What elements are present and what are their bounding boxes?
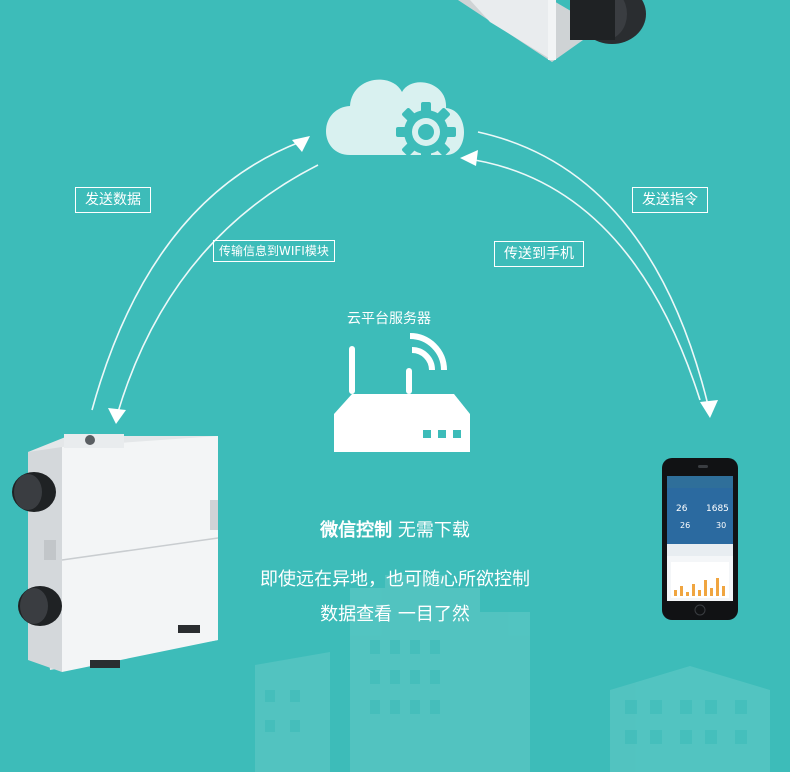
phone-readouts: 26 1685 26 30	[676, 504, 729, 530]
wifi-transfer-label: 传输信息到WIFI模块	[213, 240, 335, 262]
smartphone	[662, 458, 738, 620]
send-data-label: 发送数据	[75, 187, 151, 213]
cloud-gear-icon	[326, 79, 464, 162]
arrow-heads	[108, 136, 718, 424]
phone-value-right2: 30	[716, 521, 726, 530]
cloud-server-label: 云平台服务器	[347, 311, 431, 327]
send-command-label: 发送指令	[632, 187, 708, 213]
wifi-router-icon	[334, 333, 470, 452]
phone-value-left: 26	[676, 504, 688, 514]
headline-strong: 微信控制	[320, 520, 393, 541]
phone-value-left2: 26	[680, 521, 690, 530]
to-phone-label: 传送到手机	[494, 241, 584, 267]
ventilation-unit	[12, 434, 219, 672]
top-ventilation-unit	[458, 0, 646, 62]
building-windows	[265, 640, 747, 744]
flow-arrows	[91, 131, 709, 413]
headline: 微信控制 无需下载	[0, 516, 790, 542]
description-line2: 数据查看 一目了然	[320, 604, 470, 625]
headline-normal: 无需下载	[397, 520, 470, 541]
description-line1: 即使远在异地，也可随心所欲控制	[260, 569, 530, 590]
phone-value-right: 1685	[706, 504, 729, 514]
